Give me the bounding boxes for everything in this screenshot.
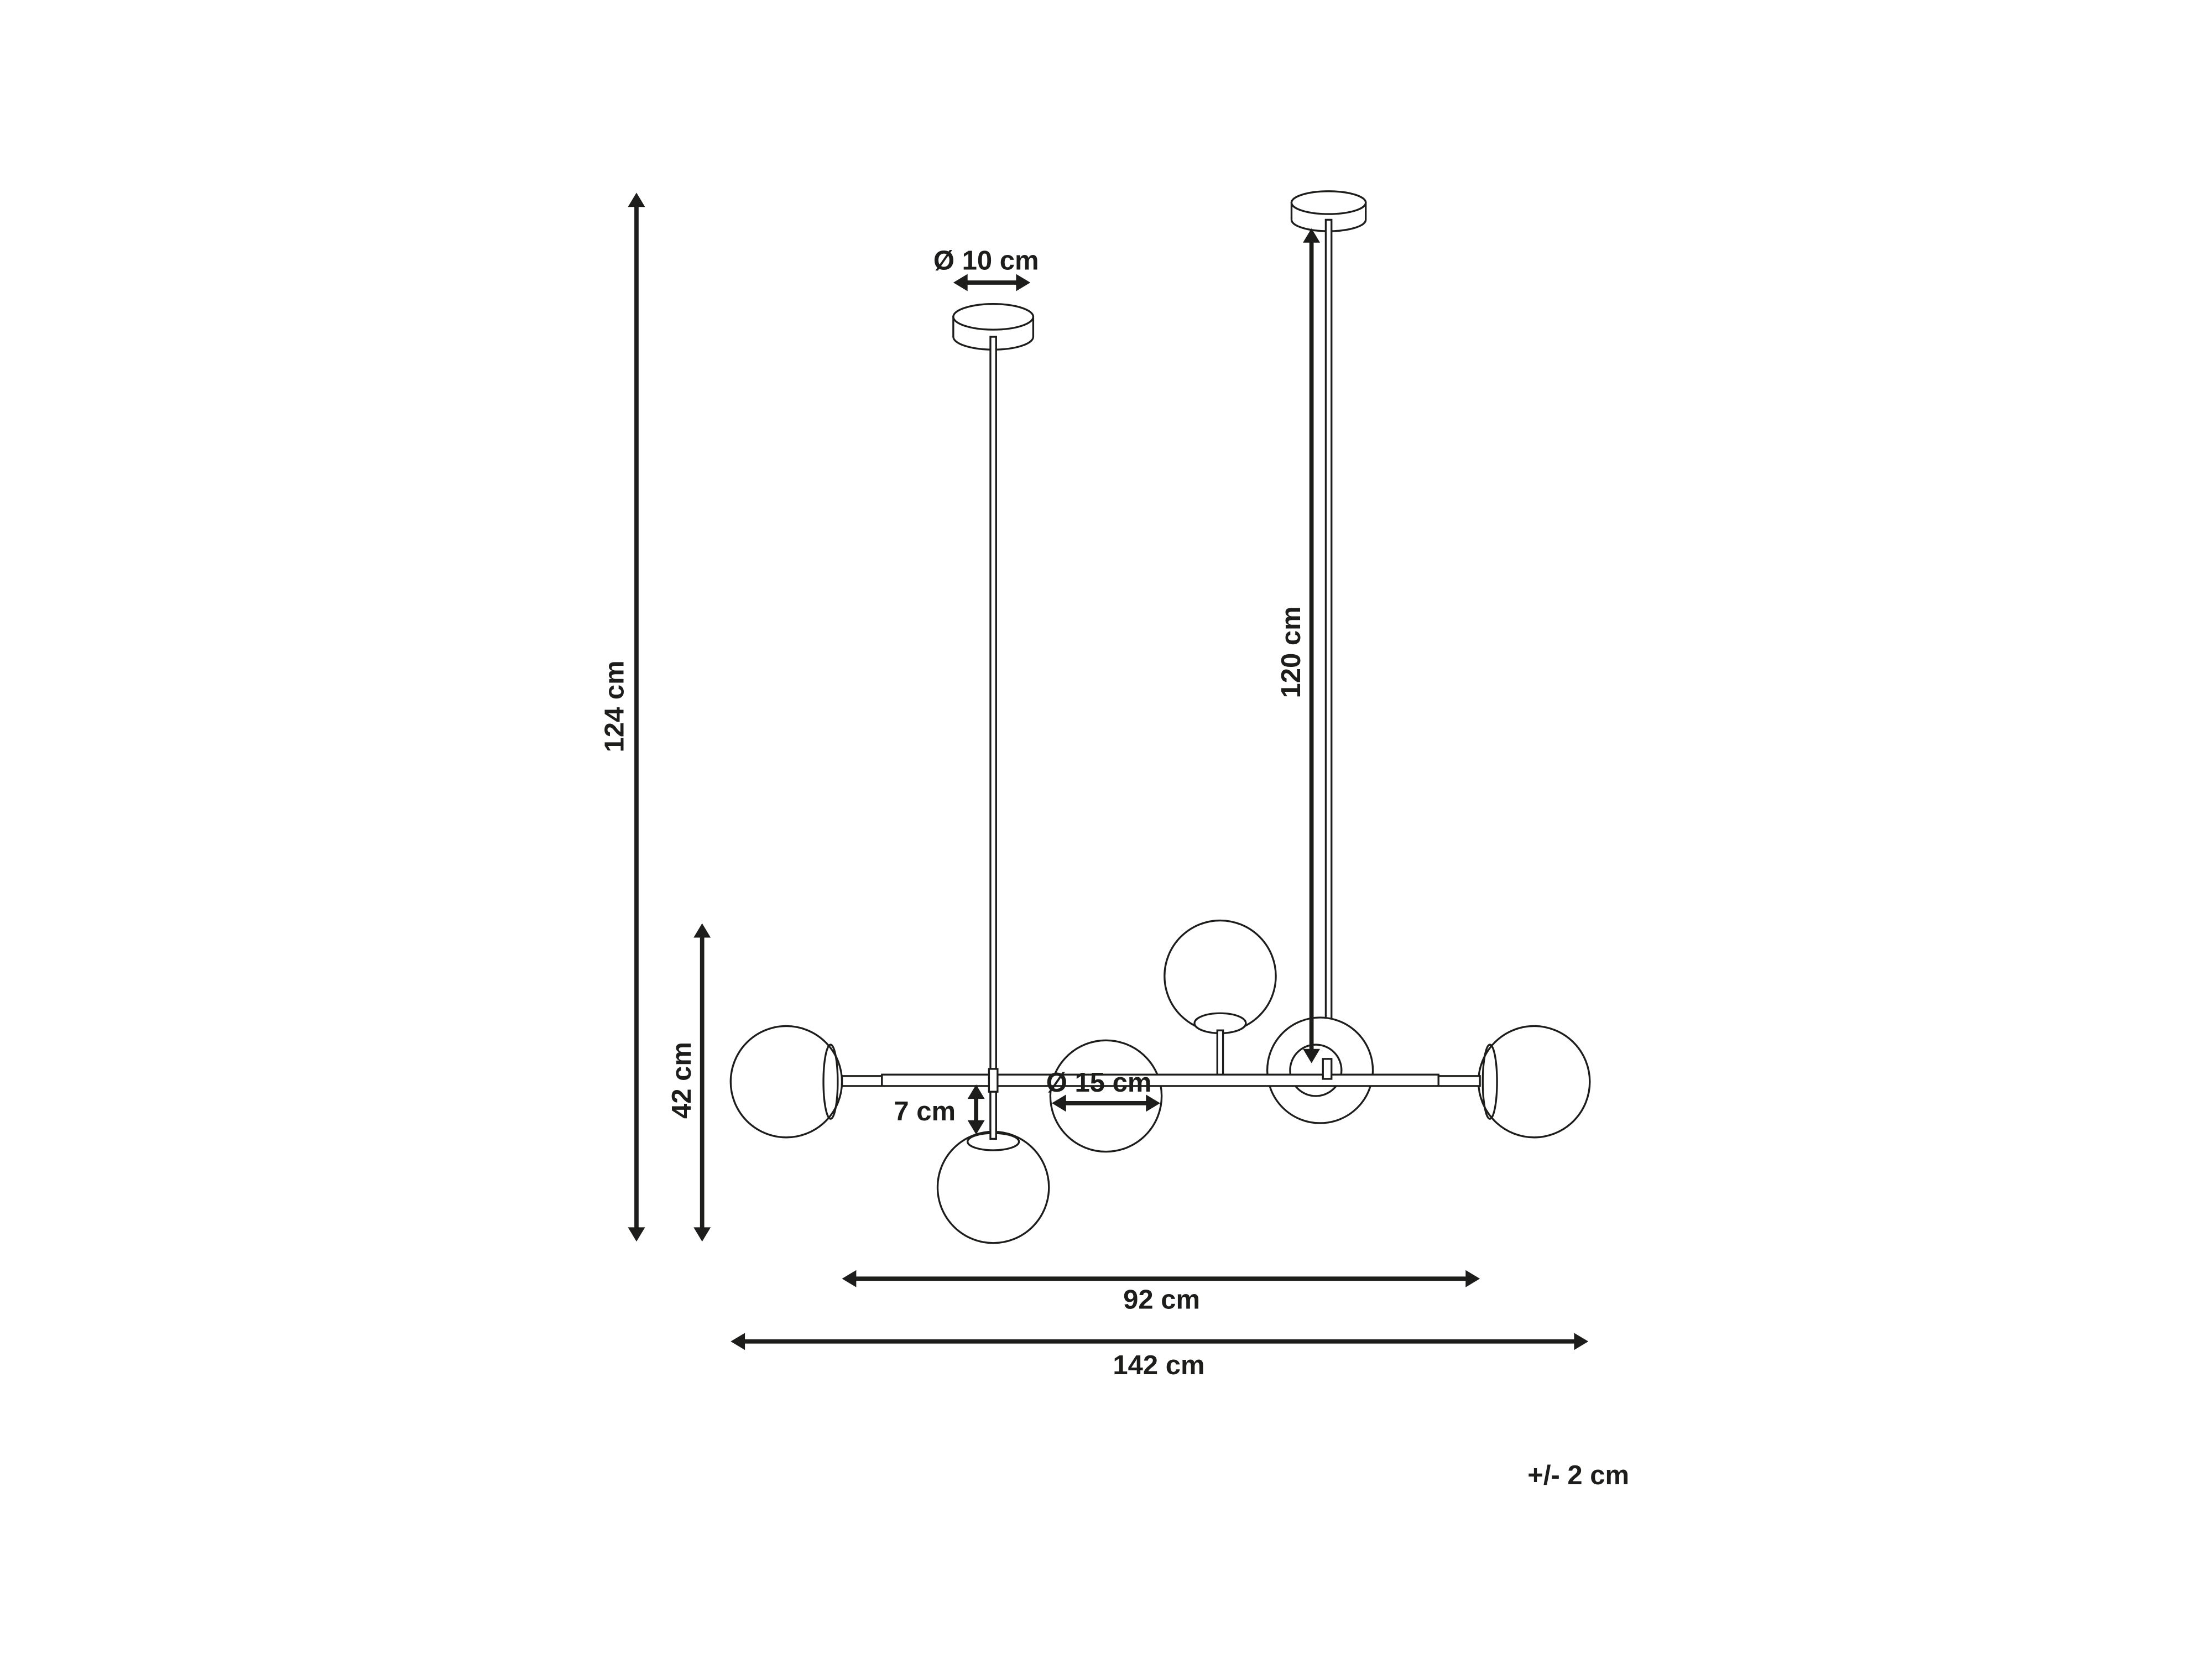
right-canopy: [1290, 190, 1367, 232]
body-height-label: 42 cm: [667, 1042, 697, 1119]
globe-right: [1477, 1025, 1591, 1139]
right-suspension-rod: [1324, 218, 1333, 1077]
left-suspension-rod: [989, 336, 997, 1137]
globe-diameter-label: Ø 15 cm: [1046, 1068, 1152, 1098]
bar-width-arrow: [842, 1270, 1480, 1287]
globe-front: [1049, 1039, 1163, 1153]
body-height-arrow: [693, 923, 711, 1242]
cable-length-label: 120 cm: [1276, 606, 1306, 698]
stem-length-arrow: [967, 1084, 985, 1135]
globe-diameter-arrow: [1051, 1094, 1161, 1112]
bar-width-label: 92 cm: [1123, 1285, 1200, 1314]
globe-left: [729, 1025, 843, 1139]
globe-rear: [1266, 1016, 1374, 1124]
total-width-arrow: [731, 1333, 1589, 1350]
total-height-label: 124 cm: [600, 660, 630, 752]
cable-length-arrow: [1303, 228, 1321, 1063]
total-height-arrow: [628, 192, 645, 1242]
horizontal-bar: [841, 1058, 1481, 1093]
canopy-diameter-arrow: [953, 274, 1031, 291]
lamp-drawing: [729, 190, 1591, 1244]
stem-length-label: 7 cm: [894, 1097, 956, 1126]
total-width-label: 142 cm: [1113, 1350, 1204, 1380]
tolerance-note: +/- 2 cm: [1527, 1460, 1629, 1490]
canopy-diameter-label: Ø 10 cm: [933, 246, 1039, 276]
left-canopy: [952, 303, 1035, 351]
dimension-arrows: [628, 192, 1589, 1350]
